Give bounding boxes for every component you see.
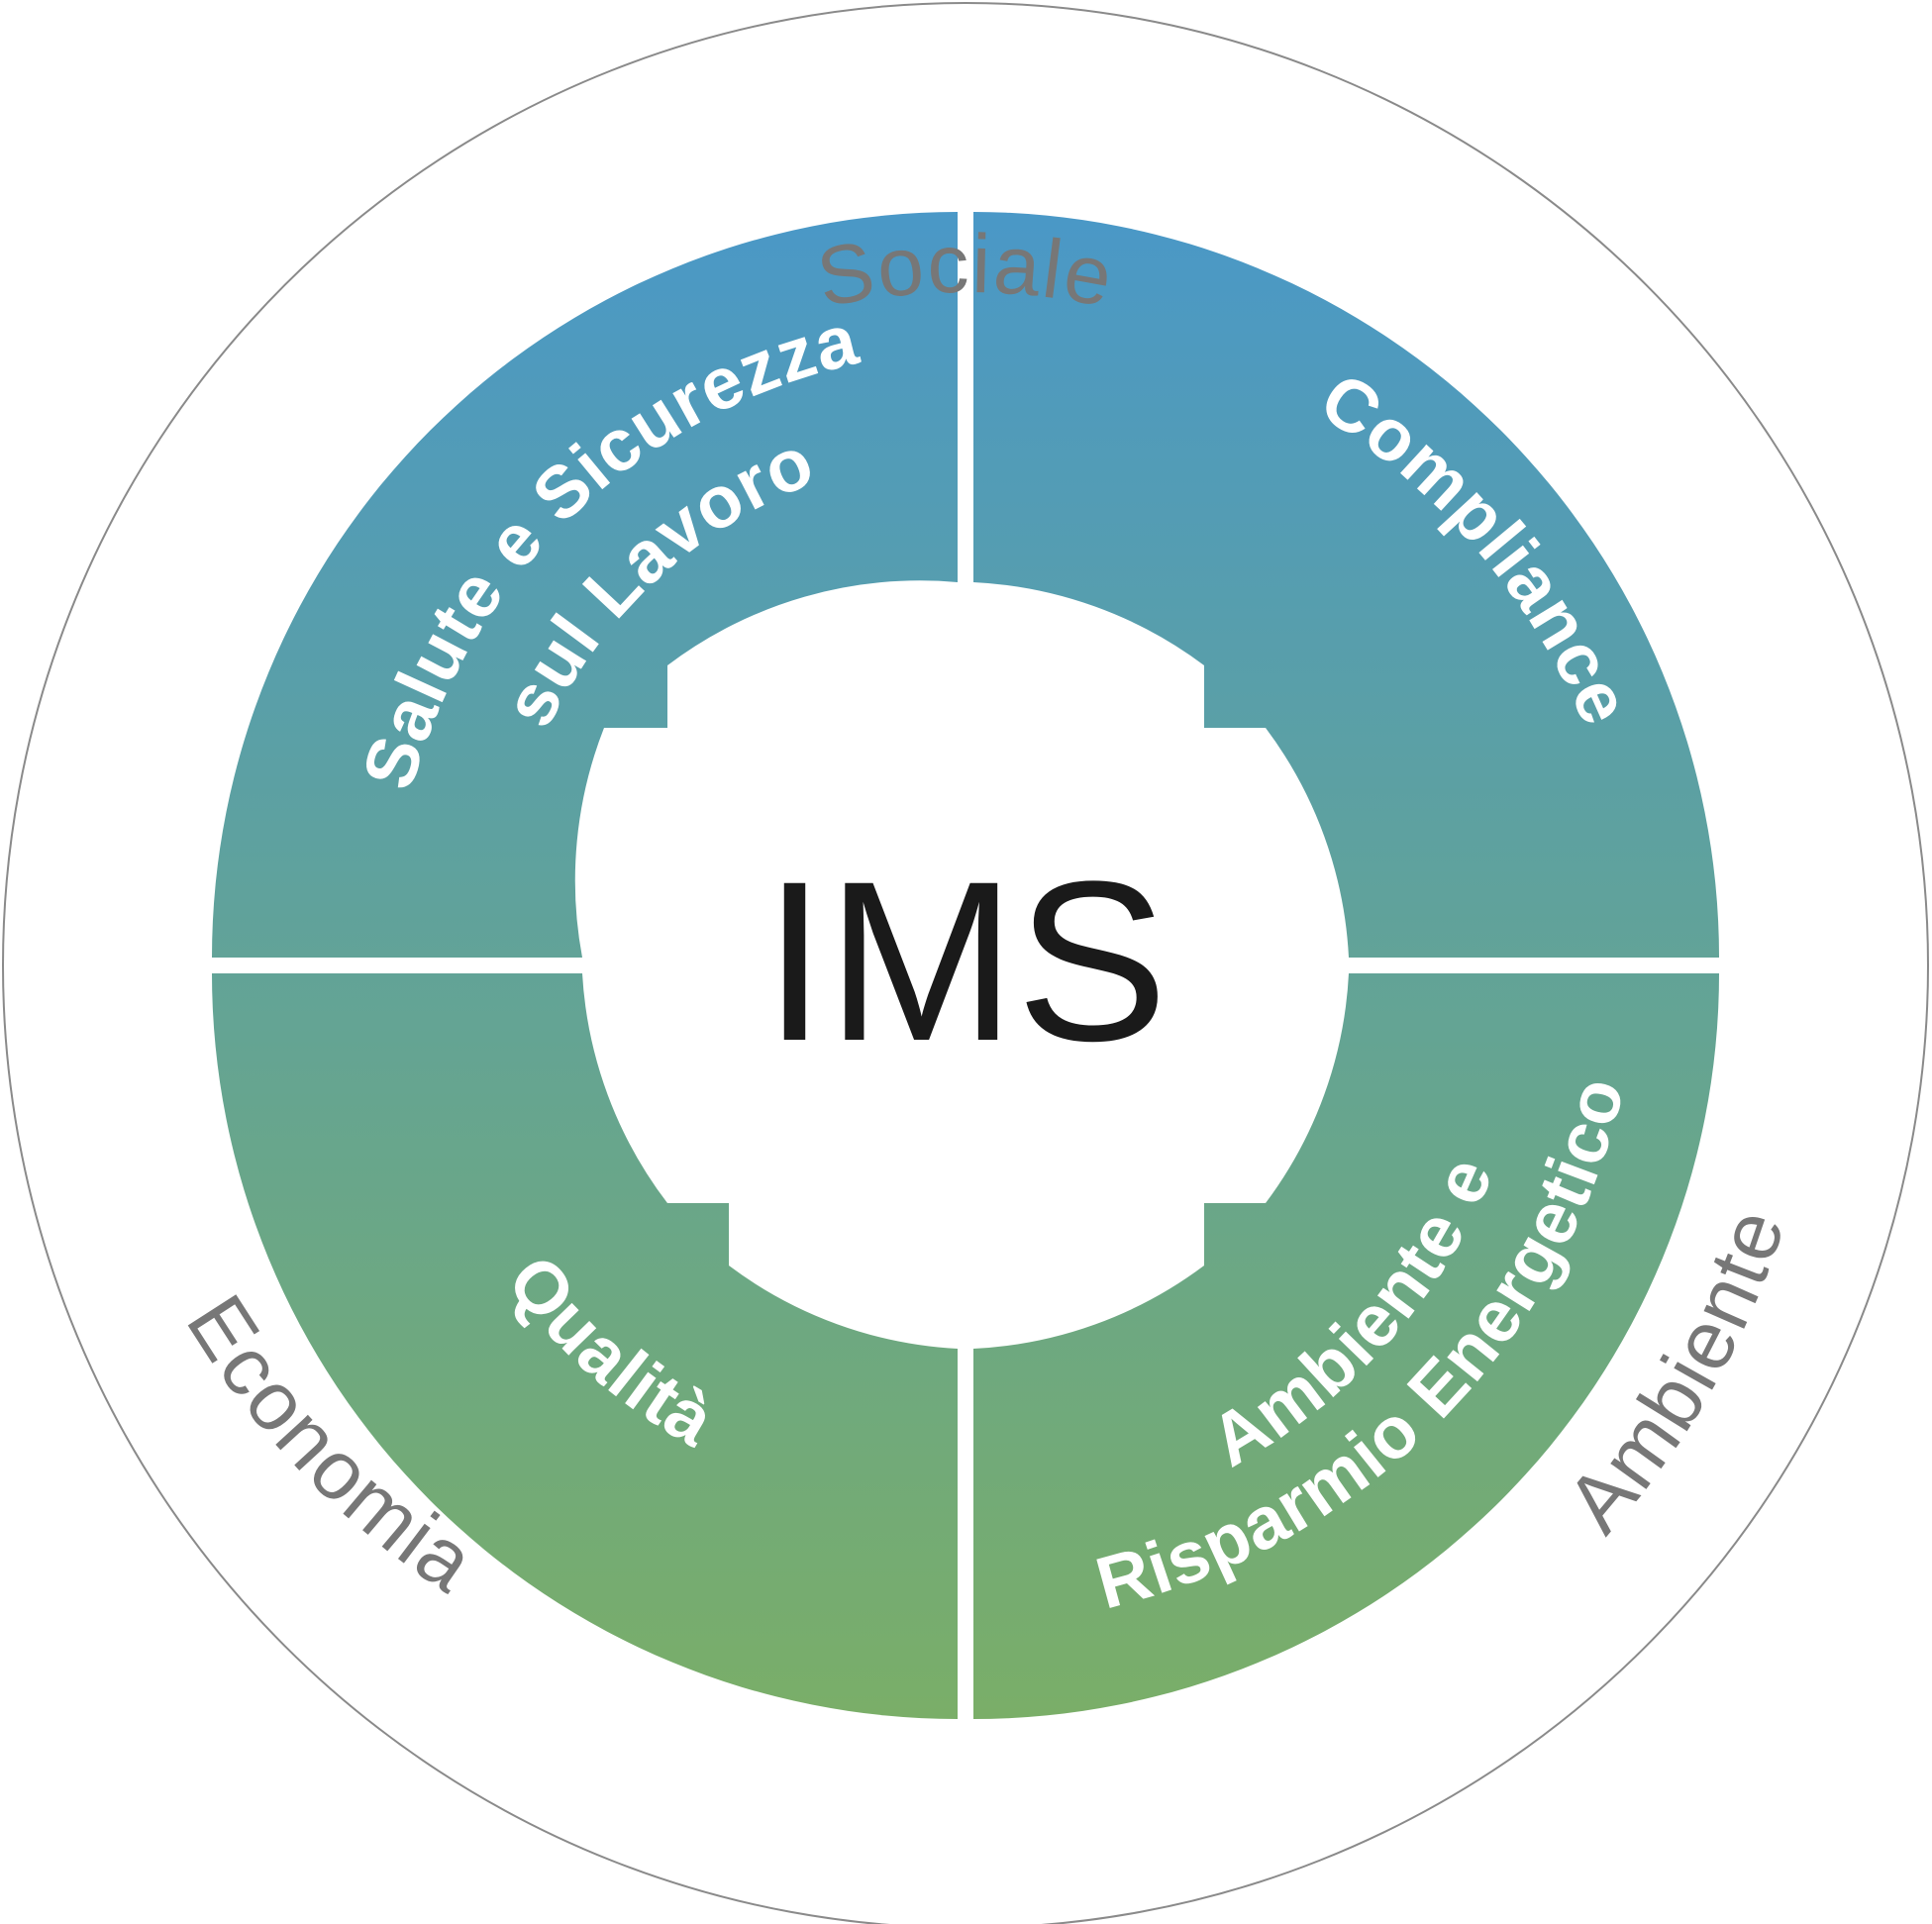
quadrant-shape-top-left xyxy=(212,212,958,958)
quadrant-top-left xyxy=(212,212,958,958)
quadrant-shape-bottom-left xyxy=(212,973,958,1719)
outer-label-sociale-wrap: Sociale xyxy=(810,217,1121,325)
quadrant-bottom-right xyxy=(973,973,1719,1719)
quadrant-top-right xyxy=(973,212,1719,958)
outer-label-sociale: Sociale xyxy=(810,217,1119,325)
quadrant-shape-top-right xyxy=(973,212,1719,958)
quadrant-shape-bottom-right xyxy=(973,973,1719,1719)
quadrant-bottom-left xyxy=(212,973,958,1719)
center-label: IMS xyxy=(763,834,1169,1088)
